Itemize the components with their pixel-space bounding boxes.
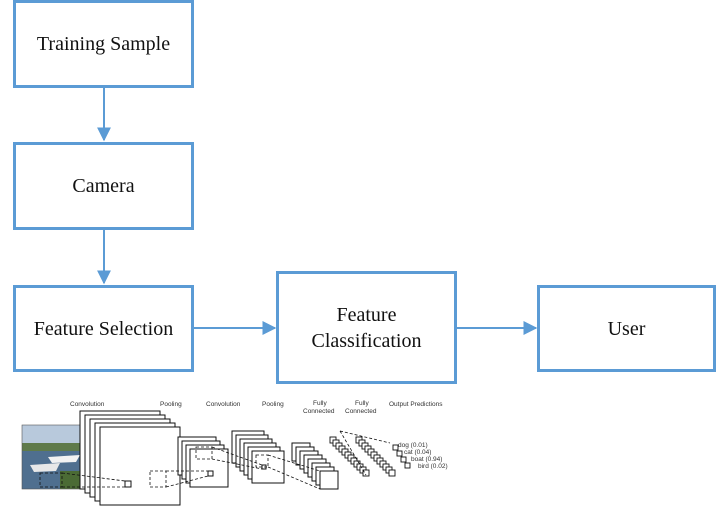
training-sample-label: Training Sample: [36, 33, 171, 55]
camera-box: Camera: [13, 142, 194, 230]
label-output-predictions: Output Predictions: [389, 401, 443, 408]
prediction-cat: cat (0.04): [404, 449, 431, 456]
label-convolution-1: Convolution: [70, 401, 105, 408]
dashed-connections: [39, 430, 391, 490]
fully-connected-2-nodes: [355, 436, 396, 477]
feature-classification-label-line1: Feature: [336, 303, 397, 326]
feature-classification-box: Feature Classification: [276, 271, 457, 384]
output-nodes: [392, 444, 411, 469]
pooling-2-feature-maps: [291, 442, 339, 490]
prediction-bird: bird (0.02): [418, 463, 448, 470]
prediction-dog: dog (0.01): [398, 442, 428, 449]
input-photo: [21, 424, 89, 490]
cnn-architecture-diagram: Convolution Pooling Convolution Pooling …: [21, 400, 448, 506]
label-fully-connected-2-line2: Connected: [345, 408, 377, 415]
label-pooling-1: Pooling: [160, 401, 182, 408]
label-fully-connected-2-line1: Fully: [355, 400, 369, 407]
camera-label: Camera: [72, 175, 135, 197]
label-fully-connected-1-line2: Connected: [303, 408, 335, 415]
label-convolution-2: Convolution: [206, 401, 241, 408]
user-label: User: [607, 317, 646, 340]
feature-selection-label: Feature Selection: [33, 317, 174, 340]
convolution-1-feature-maps: [79, 410, 181, 506]
pooling-1-feature-maps: [177, 436, 229, 488]
training-sample-box: Training Sample: [13, 0, 194, 88]
feature-classification-label-line2: Classification: [311, 329, 422, 352]
user-box: User: [537, 285, 716, 372]
flowchart-connectors: [97, 88, 538, 335]
label-fully-connected-1-line1: Fully: [313, 400, 327, 407]
label-pooling-2: Pooling: [262, 401, 284, 408]
prediction-boat: boat (0.94): [411, 456, 442, 463]
convolution-2-feature-maps: [231, 430, 285, 484]
feature-selection-box: Feature Selection: [13, 285, 194, 372]
